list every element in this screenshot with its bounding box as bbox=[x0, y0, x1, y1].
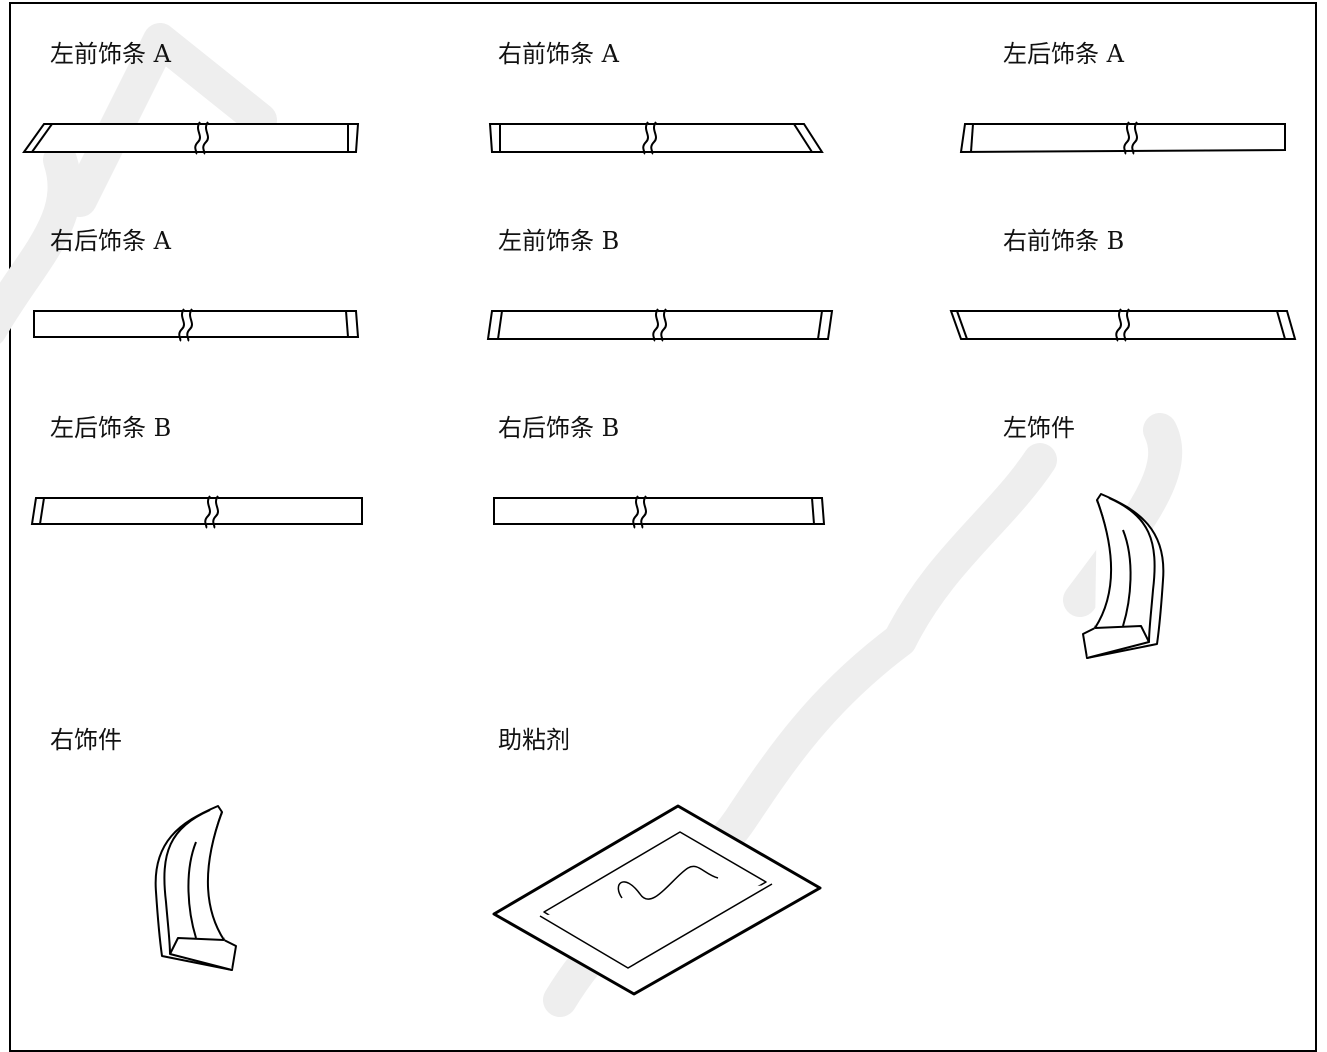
corner-trim-piece-icon bbox=[154, 805, 237, 971]
trim-strip-icon bbox=[30, 495, 363, 529]
trim-strip-icon bbox=[959, 121, 1286, 155]
trim-strip-icon bbox=[493, 495, 826, 529]
part-label: 左饰件 bbox=[1003, 414, 1075, 442]
adhesion-promoter-pad-icon bbox=[492, 804, 822, 996]
part-label: 左后饰条 A bbox=[1003, 40, 1124, 68]
part-label: 右后饰条 A bbox=[50, 227, 171, 255]
part-label: 右前饰条 A bbox=[498, 40, 619, 68]
trim-strip-icon bbox=[33, 308, 360, 342]
trim-strip-icon bbox=[486, 308, 834, 342]
part-label: 右前饰条 B bbox=[1003, 227, 1125, 255]
trim-strip-icon bbox=[488, 121, 824, 155]
part-label: 助粘剂 bbox=[498, 726, 570, 754]
trim-strip-icon bbox=[22, 121, 360, 155]
part-label: 左前饰条 A bbox=[50, 40, 171, 68]
part-label: 左前饰条 B bbox=[498, 227, 620, 255]
trim-strip-icon bbox=[949, 308, 1297, 342]
part-label: 左后饰条 B bbox=[50, 414, 172, 442]
corner-trim-piece-icon bbox=[1082, 493, 1165, 659]
part-label: 右后饰条 B bbox=[498, 414, 620, 442]
part-label: 右饰件 bbox=[50, 726, 122, 754]
